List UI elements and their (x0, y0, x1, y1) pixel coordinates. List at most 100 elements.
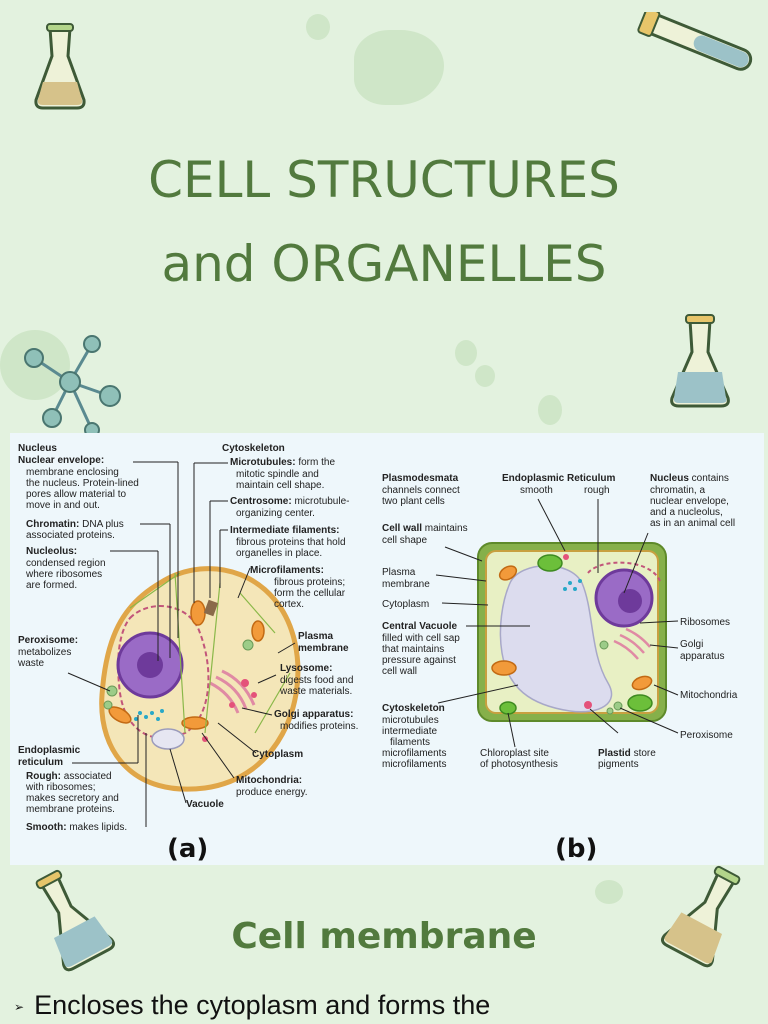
label-chloroplast: Chloroplast site (480, 748, 549, 759)
label-nucleolus-term: Nucleolus: (26, 546, 77, 557)
label-plasma-membrane: Plasma (298, 631, 333, 642)
label-plastid-desc: pigments (598, 759, 639, 770)
label-nucleolus-desc: are formed. (26, 580, 77, 591)
slide-title: CELL STRUCTURES and ORGANELLES (0, 138, 768, 306)
label-peroxisome-desc: waste (17, 658, 45, 669)
label-mitochondria-desc: produce energy. (236, 787, 308, 798)
label-cytoplasm: Cytoplasm (252, 749, 303, 760)
label-mitochondria-b: Mitochondria (680, 690, 738, 701)
label-microfilaments-desc: fibrous proteins; (274, 577, 345, 588)
label-microtubules-desc: maintain cell shape. (236, 480, 324, 491)
label-chromatin: Chromatin: DNA plus (26, 519, 124, 530)
cell-diagram-figure: Nucleus Nuclear envelope: membrane enclo… (10, 433, 764, 865)
panel-b-letter: (b) (555, 834, 597, 864)
label-golgi-b: Golgi (680, 639, 703, 650)
label-cytoskeleton-b-desc: filaments (390, 737, 430, 748)
label-nucleus-b-desc: nuclear envelope, (650, 496, 729, 507)
label-er-rough: Rough: associated (26, 771, 112, 782)
animal-cell-membrane (99, 566, 301, 792)
molecule-icon (24, 335, 121, 438)
animal-nucleolus (137, 652, 163, 678)
animal-peroxisomes (103, 639, 254, 710)
label-cytoskeleton-b-desc: microtubules (382, 715, 439, 726)
plant-nucleolus (618, 589, 642, 613)
label-er-rough-b: rough (584, 485, 610, 496)
animal-cell: Nucleus Nuclear envelope: membrane enclo… (17, 443, 358, 864)
label-lysosome-desc: digests food and (280, 675, 353, 686)
label-nuclear-envelope-desc: membrane enclosing (26, 467, 119, 478)
label-nuclear-envelope-desc: move in and out. (26, 500, 100, 511)
label-peroxisome-term: Peroxisome: (18, 635, 78, 646)
plant-central-vacuole (499, 565, 613, 713)
test-tube-icon (637, 12, 753, 71)
animal-lysosomes (202, 679, 257, 742)
label-cytoskeleton-b-desc: microfilaments (382, 759, 446, 770)
label-chromatin-desc: associated proteins. (26, 530, 115, 541)
label-er-rough-desc: makes secretory and (26, 793, 119, 804)
label-er-heading-b: Endoplasmic Reticulum (502, 473, 615, 484)
label-nuclear-envelope-term: Nuclear envelope: (18, 455, 104, 466)
background-blob (455, 340, 477, 366)
label-centrosome-desc: organizing center. (236, 508, 315, 519)
label-central-vacuole-desc: cell wall (382, 666, 417, 677)
animal-vacuole (151, 728, 185, 750)
label-central-vacuole-desc: that maintains (382, 644, 444, 655)
label-plasmodesmata-desc: two plant cells (382, 496, 445, 507)
title-line-2: and ORGANELLES (161, 235, 607, 293)
label-cell-wall-desc: cell shape (382, 535, 427, 546)
label-er-rough-desc: membrane proteins. (26, 804, 115, 815)
label-er-smooth-b: smooth (520, 485, 553, 496)
label-central-vacuole-desc: pressure against (382, 655, 456, 666)
background-blob (595, 880, 623, 904)
label-cytoplasm-b: Cytoplasm (382, 599, 429, 610)
flask-icon (35, 869, 116, 972)
label-er-rough-desc: with ribosomes; (25, 782, 95, 793)
label-vacuole: Vacuole (186, 799, 224, 810)
label-intermediate-desc: fibrous proteins that hold (236, 537, 346, 548)
label-plasmodesmata-term: Plasmodesmata (382, 473, 459, 484)
plant-golgi (613, 627, 651, 660)
animal-mitochondria (108, 600, 265, 730)
background-blob (475, 365, 495, 387)
plant-plastids (563, 554, 592, 709)
label-golgi-b: apparatus (680, 651, 724, 662)
label-cytoskeleton-b-term: Cytoskeleton (382, 703, 445, 714)
bullet-arrow-icon: ➢ (14, 999, 25, 1014)
panel-a-letter: (a) (167, 834, 208, 864)
label-nuclear-envelope-desc: pores allow material to (26, 489, 126, 500)
label-cytoskeleton-b-desc: intermediate (382, 726, 437, 737)
cell-diagram-svg: Nucleus Nuclear envelope: membrane enclo… (17, 443, 738, 864)
flask-icon (34, 23, 86, 110)
label-er-heading: Endoplasmic (18, 745, 81, 756)
label-plasma-membrane: membrane (298, 643, 349, 654)
plant-mitochondria (491, 565, 653, 691)
label-centrosome: Centrosome: microtubule- (230, 496, 350, 507)
label-central-vacuole-term: Central Vacuole (382, 621, 457, 632)
label-chloroplast: of photosynthesis (480, 759, 558, 770)
animal-centrosome (203, 599, 219, 617)
label-nucleus-b: Nucleus contains (650, 473, 729, 484)
label-golgi-term: Golgi apparatus: (274, 709, 353, 720)
label-nucleolus-desc: where ribosomes (25, 569, 102, 580)
label-nucleus-b-desc: as in an animal cell (650, 518, 735, 529)
label-nucleus-b-desc: chromatin, a (650, 485, 705, 496)
label-microfilaments-desc: cortex. (274, 599, 304, 610)
plant-cell: Plasmodesmata channels connect two plant… (382, 473, 738, 864)
label-peroxisome-desc: metabolizes (18, 647, 71, 658)
label-lysosome-desc: waste materials. (279, 686, 352, 697)
background-blob (538, 395, 562, 425)
bullet-item: ➢Encloses the cytoplasm and forms the (14, 990, 754, 1021)
label-microfilaments-term: Microfilaments: (250, 565, 324, 576)
label-nucleus-heading: Nucleus (18, 443, 57, 454)
label-microtubules-desc: mitotic spindle and (236, 469, 319, 480)
animal-ribosomes (134, 709, 164, 721)
label-ribosomes-b: Ribosomes (680, 617, 730, 628)
flask-icon (670, 314, 730, 408)
label-golgi-desc: modifies proteins. (280, 721, 358, 732)
background-blob (354, 30, 444, 105)
label-plastid: Plastid store (598, 748, 656, 759)
label-cytoskeleton-heading: Cytoskeleton (222, 443, 285, 454)
label-plasma-membrane-b: membrane (382, 579, 430, 590)
label-nucleus-b-desc: and a nucleolus, (650, 507, 723, 518)
label-lysosome-term: Lysosome: (280, 663, 332, 674)
